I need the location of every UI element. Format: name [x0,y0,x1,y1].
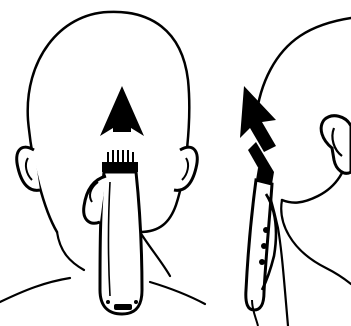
ear-icon [174,147,197,190]
up-arrow-icon [100,86,144,136]
hair-clipper-icon [246,168,276,326]
hair-clipper-icon [84,150,142,314]
back-view-panel [0,12,205,314]
clipper-blade-teeth [108,150,133,164]
back-neck-left [57,232,84,270]
side-view-panel [240,18,351,326]
back-shoulder-left [0,278,70,302]
ear-icon [321,116,351,174]
side-neck-front [281,200,351,284]
back-neck-right [140,232,170,276]
ear-icon [17,147,40,190]
back-shoulder-right [150,282,205,304]
side-head-outline [256,18,351,118]
